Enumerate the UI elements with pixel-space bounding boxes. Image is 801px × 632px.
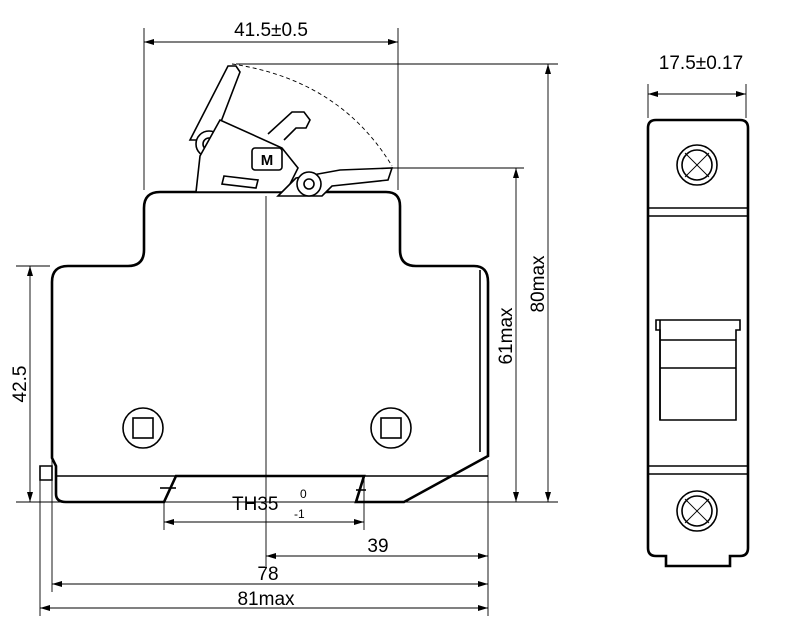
dim-width-max: 81max [237,589,295,610]
screw-terminal-left [122,407,164,449]
left-clip [39,465,53,481]
dim-rail-tol-upper: 0 [300,487,307,501]
side-view [646,118,750,568]
marking-box [251,147,283,171]
dimension-lines [16,28,747,616]
swing-arc [231,63,393,167]
dim-height-61: 61max [496,307,517,365]
handle-side [655,319,741,421]
dim-height-left: 42.5 [10,366,31,403]
toggle-lever: M [188,65,394,197]
side-screw-top [676,144,718,186]
side-screw-bottom [676,490,718,532]
dim-width-78: 78 [257,564,278,585]
marking-letter: M [261,152,274,169]
front-view: M [39,63,490,504]
dim-top-width: 41.5±0.5 [234,20,308,41]
side-outline [646,118,750,568]
dim-height-max: 80max [528,255,549,313]
dim-side-width: 17.5±0.17 [659,53,743,74]
body-outline [50,190,490,504]
dim-offset-39: 39 [367,536,388,557]
dim-rail-label: TH35 [232,494,278,515]
screw-terminal-right [370,407,412,449]
dim-rail-tol-lower: -1 [294,507,305,521]
